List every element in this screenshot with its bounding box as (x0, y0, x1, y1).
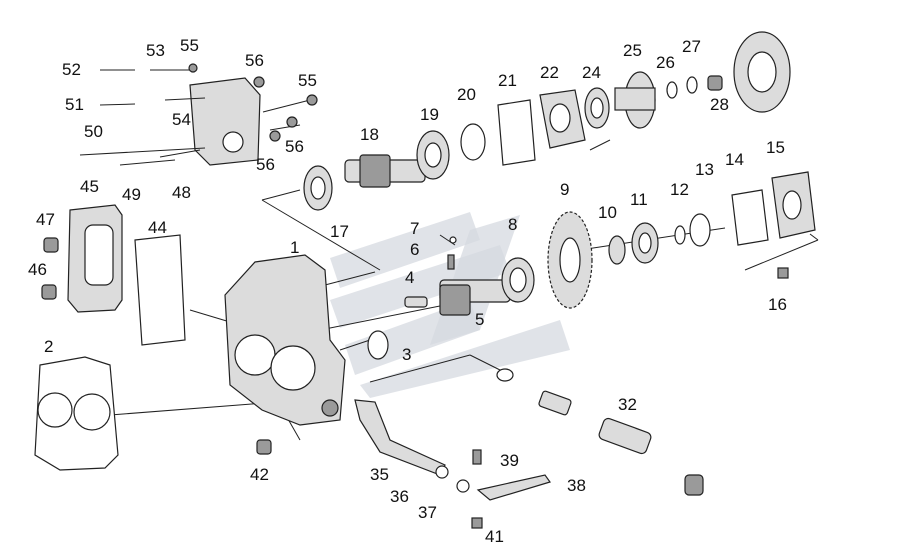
callout-26: 26 (656, 53, 675, 72)
callout-52: 52 (62, 60, 81, 79)
callout-6: 6 (410, 240, 419, 259)
washer-26 (666, 81, 678, 99)
housing-1 (224, 254, 346, 426)
callout-54: 54 (172, 110, 191, 129)
callout-12: 12 (670, 180, 689, 199)
callout-5: 5 (475, 310, 484, 329)
gasket-2 (34, 356, 119, 471)
callout-48: 48 (172, 183, 191, 202)
pin-6 (447, 254, 455, 270)
callout-8: 8 (508, 215, 517, 234)
callout-7: 7 (410, 219, 419, 238)
callout-55b: 55 (298, 71, 317, 90)
callout-27: 27 (682, 37, 701, 56)
bolt-39 (472, 449, 482, 465)
gasket-14 (731, 189, 769, 246)
seal-3 (367, 330, 389, 360)
callout-14: 14 (725, 150, 744, 169)
bearing-11 (631, 222, 659, 264)
callout-47: 47 (36, 210, 55, 229)
cover-45 (67, 204, 123, 313)
callout-21: 21 (498, 71, 517, 90)
callout-55a: 55 (180, 36, 199, 55)
gasket-44 (134, 234, 186, 346)
washer-27 (686, 76, 698, 94)
callout-16: 16 (768, 295, 787, 314)
plug-47 (43, 237, 59, 253)
bearing-24 (584, 87, 610, 129)
ring-13 (689, 213, 711, 247)
callout-11: 11 (630, 190, 648, 209)
ring-20 (460, 123, 486, 161)
callout-22: 22 (540, 63, 559, 82)
plug-46 (41, 284, 57, 300)
callout-56c: 56 (256, 155, 275, 174)
bearing-19 (416, 130, 450, 180)
switch-5b (496, 368, 572, 416)
callout-51: 51 (65, 95, 84, 114)
nut-41 (471, 517, 483, 529)
callout-19: 19 (420, 105, 439, 124)
synchro-8 (501, 257, 535, 303)
callout-56a: 56 (245, 51, 264, 70)
shaft-32 (598, 417, 652, 455)
shaft-5 (439, 279, 511, 316)
callout-3: 3 (402, 345, 411, 364)
gasket-21 (497, 99, 536, 166)
shaft-18 (344, 154, 426, 188)
callout-39: 39 (500, 451, 519, 470)
callout-25: 25 (623, 41, 642, 60)
callout-18: 18 (360, 125, 379, 144)
callout-49: 49 (122, 185, 141, 204)
bolt-16 (777, 267, 789, 279)
callout-20: 20 (457, 85, 476, 104)
callout-9: 9 (560, 180, 569, 199)
callout-41: 41 (485, 527, 504, 546)
callout-32: 32 (618, 395, 637, 414)
callout-2: 2 (44, 337, 53, 356)
brake-drum (733, 31, 791, 113)
callout-50: 50 (84, 122, 103, 141)
callout-42: 42 (250, 465, 269, 484)
callout-24: 24 (582, 63, 601, 82)
callout-10: 10 (598, 203, 617, 222)
cover-15 (771, 171, 816, 239)
fork-35 (354, 399, 446, 476)
callout-35: 35 (370, 465, 389, 484)
callout-44: 44 (148, 218, 167, 237)
ring-36 (435, 465, 449, 479)
callout-56b: 56 (285, 137, 304, 156)
callout-15: 15 (766, 138, 785, 157)
callout-38: 38 (567, 476, 586, 495)
callout-46: 46 (28, 260, 47, 279)
ring-12 (674, 225, 686, 245)
bearing-housing-22 (539, 89, 586, 149)
pin-4 (404, 296, 428, 308)
callout-1: 1 (290, 238, 299, 257)
nut-28 (707, 75, 723, 91)
callout-4: 4 (405, 268, 414, 287)
plug-42 (256, 439, 272, 455)
callout-36: 36 (390, 487, 409, 506)
callout-45: 45 (80, 177, 99, 196)
callout-53: 53 (146, 41, 165, 60)
lever-38 (476, 474, 551, 501)
callout-13: 13 (695, 160, 714, 179)
ring-37 (456, 479, 470, 493)
callout-17: 17 (330, 222, 349, 241)
top-cover-assembly (79, 63, 318, 166)
callout-37: 37 (418, 503, 437, 522)
gear-9 (547, 211, 593, 309)
callout-28: 28 (710, 95, 729, 114)
plug-32b (684, 474, 704, 496)
flange-25 (614, 71, 656, 129)
ball-7 (449, 236, 457, 244)
callout-labels: 1 2 3 4 5 6 7 8 9 10 11 12 13 14 15 16 1… (28, 36, 787, 546)
spacer-10 (608, 235, 626, 265)
bearing-17 (303, 165, 333, 211)
